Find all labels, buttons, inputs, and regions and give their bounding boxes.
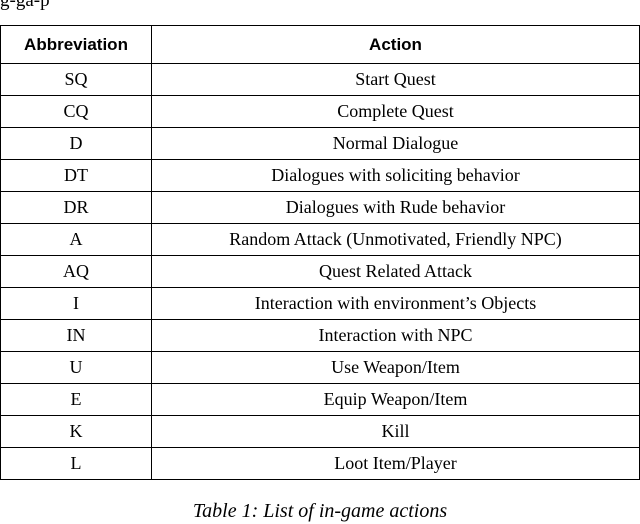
- action-cell: Interaction with NPC: [151, 319, 640, 352]
- abbreviation-cell: CQ: [0, 95, 152, 128]
- table-row: IN Interaction with NPC: [0, 319, 640, 352]
- action-cell: Interaction with environment’s Objects: [151, 287, 640, 320]
- action-cell: Loot Item/Player: [151, 447, 640, 480]
- abbreviation-cell: AQ: [0, 255, 152, 288]
- action-cell: Start Quest: [151, 63, 640, 96]
- table-row: E Equip Weapon/Item: [0, 383, 640, 416]
- table-header-row: Abbreviation Action: [0, 25, 640, 64]
- action-cell: Use Weapon/Item: [151, 351, 640, 384]
- table-row: I Interaction with environment’s Objects: [0, 287, 640, 320]
- table-row: K Kill: [0, 415, 640, 448]
- header-abbreviation: Abbreviation: [0, 25, 152, 64]
- table-row: D Normal Dialogue: [0, 127, 640, 160]
- table-row: CQ Complete Quest: [0, 95, 640, 128]
- preceding-text-fragment: g-ga-p: [0, 0, 50, 11]
- table-row: DR Dialogues with Rude behavior: [0, 191, 640, 224]
- table-row: L Loot Item/Player: [0, 447, 640, 480]
- abbreviation-cell: I: [0, 287, 152, 320]
- action-cell: Dialogues with Rude behavior: [151, 191, 640, 224]
- action-cell: Quest Related Attack: [151, 255, 640, 288]
- abbreviation-cell: L: [0, 447, 152, 480]
- abbreviation-cell: D: [0, 127, 152, 160]
- table-caption: Table 1: List of in-game actions: [192, 500, 448, 522]
- abbreviation-cell: E: [0, 383, 152, 416]
- abbreviation-cell: SQ: [0, 63, 152, 96]
- action-cell: Random Attack (Unmotivated, Friendly NPC…: [151, 223, 640, 256]
- table-row: AQ Quest Related Attack: [0, 255, 640, 288]
- abbreviation-cell: K: [0, 415, 152, 448]
- abbreviation-cell: DT: [0, 159, 152, 192]
- table-row: A Random Attack (Unmotivated, Friendly N…: [0, 223, 640, 256]
- abbreviation-cell: A: [0, 223, 152, 256]
- abbreviation-cell: DR: [0, 191, 152, 224]
- action-cell: Complete Quest: [151, 95, 640, 128]
- actions-table: Abbreviation Action SQ Start Quest CQ Co…: [0, 25, 640, 480]
- action-cell: Normal Dialogue: [151, 127, 640, 160]
- abbreviation-cell: IN: [0, 319, 152, 352]
- table-row: DT Dialogues with soliciting behavior: [0, 159, 640, 192]
- action-cell: Equip Weapon/Item: [151, 383, 640, 416]
- action-cell: Kill: [151, 415, 640, 448]
- table-row: SQ Start Quest: [0, 63, 640, 96]
- table-row: U Use Weapon/Item: [0, 351, 640, 384]
- header-action: Action: [151, 25, 640, 64]
- abbreviation-cell: U: [0, 351, 152, 384]
- action-cell: Dialogues with soliciting behavior: [151, 159, 640, 192]
